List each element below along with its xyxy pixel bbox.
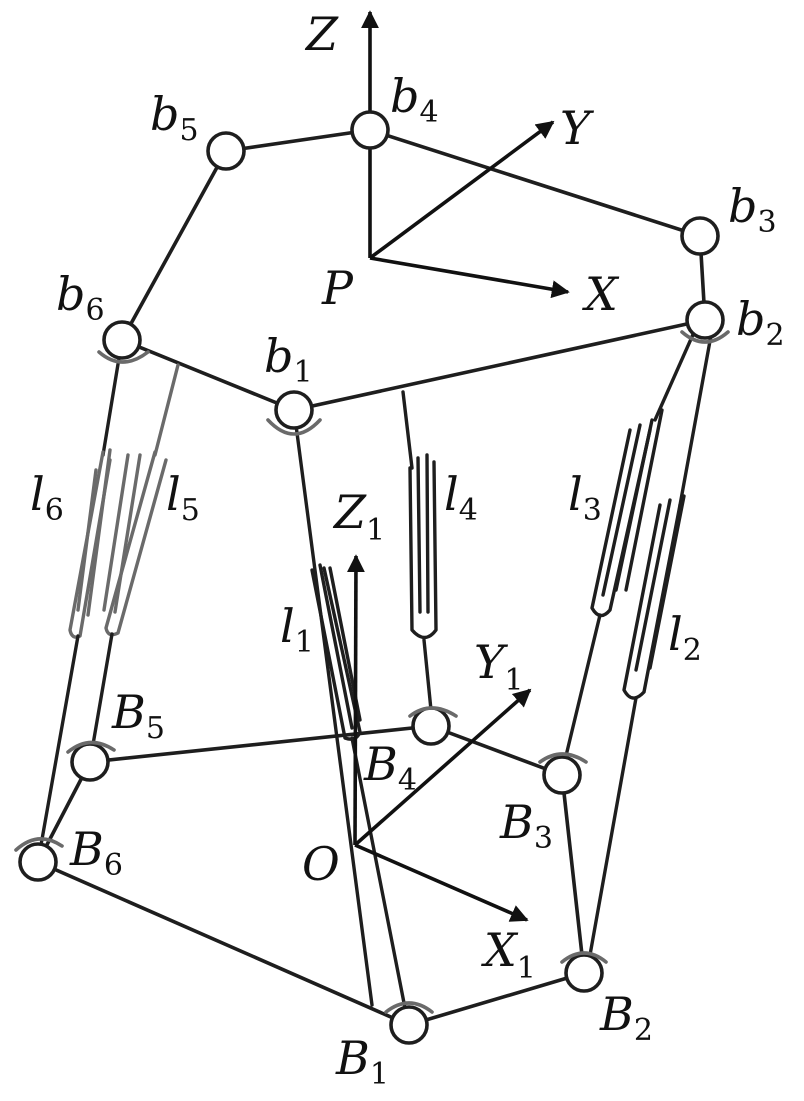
label-l5: l5 <box>166 467 200 528</box>
joint-b3 <box>680 216 720 256</box>
leg-l2 <box>588 328 714 957</box>
joint-b4 <box>350 110 390 150</box>
edge-b1-b6 <box>120 338 296 412</box>
label-origin-O: O <box>302 837 340 891</box>
axis-Y1 <box>353 688 532 847</box>
edge-b2-b1 <box>292 318 707 412</box>
leg-l5 <box>88 363 180 764</box>
label-B5: B5 <box>111 685 165 746</box>
axis-Z1 <box>346 554 365 846</box>
axis-X <box>369 256 570 299</box>
joint-B3 <box>542 755 582 795</box>
label-b6: b6 <box>56 267 105 328</box>
label-l2: l2 <box>668 607 702 668</box>
axis-Y <box>368 120 555 260</box>
label-origin-P: P <box>321 261 354 315</box>
leg-l3 <box>563 328 697 762</box>
leg-link-b1-B1 <box>350 736 407 1010</box>
axis-X1 <box>354 843 529 922</box>
edge-B2-B1 <box>407 971 586 1027</box>
upper-frame-axes <box>361 10 570 299</box>
label-l1: l1 <box>280 599 314 660</box>
joint-b1 <box>274 390 314 430</box>
label-axis-Y: Y <box>560 101 595 155</box>
label-B6: B6 <box>69 822 123 883</box>
label-b2: b2 <box>736 292 785 353</box>
label-axis-Y1: Y1 <box>474 635 523 698</box>
joint-B2 <box>564 953 604 993</box>
joint-B1 <box>389 1005 429 1045</box>
base-frame-axes <box>346 554 532 922</box>
label-l6: l6 <box>30 467 64 528</box>
label-l4: l4 <box>444 467 478 528</box>
label-B3: B3 <box>499 795 553 856</box>
label-b5: b5 <box>150 87 199 148</box>
joint-b5 <box>206 131 246 171</box>
upper-joints <box>97 110 730 436</box>
leg-l6 <box>36 338 124 864</box>
label-axis-X1: X1 <box>481 923 536 986</box>
label-B1: B1 <box>335 1031 389 1092</box>
label-axis-Z1: Z1 <box>332 485 385 548</box>
joint-B5 <box>70 742 110 782</box>
label-b4: b4 <box>390 69 439 130</box>
edge-b6-b5 <box>120 149 228 342</box>
label-axis-X: X <box>582 267 620 321</box>
label-B4: B4 <box>363 737 417 798</box>
joint-B6 <box>18 842 58 882</box>
edge-B4-B3 <box>429 724 564 777</box>
base-joints <box>14 706 608 1045</box>
edge-B5-B4 <box>88 724 433 764</box>
label-b1: b1 <box>264 329 313 390</box>
leg-l4 <box>401 390 438 712</box>
label-axis-Z: Z <box>304 7 339 61</box>
edge-b4-b3 <box>368 128 702 238</box>
edge-b5-b4 <box>224 128 372 153</box>
label-B2: B2 <box>599 987 653 1048</box>
label-b3: b3 <box>728 179 777 240</box>
joint-B4 <box>411 706 451 746</box>
joint-b6 <box>102 320 142 360</box>
label-l3: l3 <box>568 467 602 528</box>
edge-B1-B6 <box>36 860 411 1027</box>
edge-B3-B2 <box>560 773 586 975</box>
joint-b2 <box>685 300 725 340</box>
